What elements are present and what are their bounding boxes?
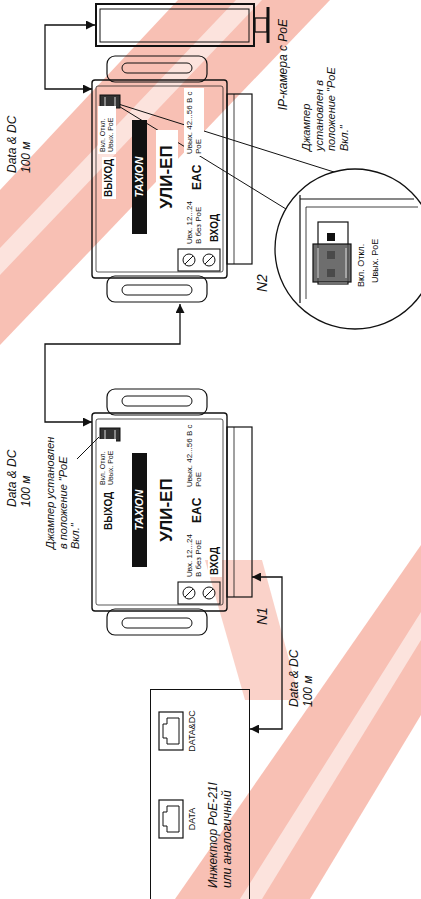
jumper-callout: Джампер установлен в положение "PoE Вкл.… [44, 431, 82, 549]
watermark-band [0, 0, 330, 345]
certification-mark: EAC [190, 163, 206, 192]
zoom-jumper-cap [313, 244, 351, 282]
injector-box-drawing [151, 688, 251, 899]
cable-connector [45, 304, 180, 422]
monitor-screen [100, 9, 249, 42]
rj45-port [159, 800, 183, 838]
zoom-housing-edge [306, 207, 307, 299]
jumper-label: Вкл. Откл. Uвых. PoE [98, 106, 116, 154]
input-label: ВХОД [208, 545, 222, 577]
certification-mark: EAC [190, 496, 206, 525]
din-rail-clip [227, 94, 252, 264]
screw-slot [185, 589, 193, 597]
cable-label: Data & DC 100 м [6, 109, 34, 173]
injector-box: Инжектор PoE-21I или аналогичный DATA&DC D… [150, 689, 250, 899]
jumper-position-label: Uвых. PoE [370, 239, 380, 283]
mounting-ear [107, 389, 207, 415]
terminal-screw [203, 254, 215, 266]
mounting-ear [107, 609, 207, 635]
jumper-label: Вкл. Откл. Uвых. PoE [98, 439, 116, 487]
output-label: ВЫХОД [102, 490, 116, 532]
device-face [96, 419, 223, 605]
input-spec: Uвх. 12...24 В без PoE [184, 525, 204, 579]
extender-device: N2ВЫХОДВкл. Откл. Uвых. PoETAXIONУЛИ-ЕПE… [92, 54, 252, 304]
screw-slot [185, 256, 193, 264]
zoom-pin [327, 233, 335, 241]
port-label: DATA&DC [187, 702, 197, 760]
camera-caption: IP-камера с PoE [277, 19, 291, 110]
model-name: УЛИ-ЕП [156, 463, 178, 557]
device-number: N1 [254, 607, 270, 625]
watermark-band [175, 545, 421, 899]
zoom-jumper-hatch [318, 248, 319, 278]
input-label: ВХОД [208, 212, 222, 244]
jumper-hatch [115, 97, 116, 106]
model-name: УЛИ-ЕП [156, 130, 178, 224]
cable-label: Data & DC 100 м [288, 643, 316, 707]
mounting-slot [122, 63, 192, 73]
brand-logo: TAXION [132, 453, 147, 567]
cable-label: Data & DC 100 м [6, 443, 34, 507]
device-housing [92, 80, 227, 278]
zoom-bubble [275, 169, 421, 329]
input-spec: Uвх. 12...24 В без PoE [184, 192, 204, 246]
brand-logo: TAXION [132, 120, 147, 234]
zoom-housing-edge [306, 207, 418, 208]
din-rail-line [234, 94, 235, 264]
terminal-block [178, 249, 220, 271]
device-face [96, 86, 223, 272]
device-number: N2 [254, 274, 270, 292]
mounting-slot [122, 285, 192, 295]
zoom-jumper-hatch [346, 248, 347, 278]
zoom-housing-edge [299, 195, 300, 303]
terminal-screw [203, 587, 215, 599]
terminal-screw [183, 254, 195, 266]
rj45-port [159, 712, 183, 750]
output-spec: Uвых. 42...56 В с PoE [184, 421, 204, 489]
camera-base [267, 7, 270, 43]
jumper-hatch [115, 430, 116, 439]
cable-connector [250, 577, 282, 729]
jumper-callout: Джампер установлен в положение "PoE Вкл.… [300, 39, 351, 151]
watermark-stripe [0, 0, 262, 275]
output-spec: Uвых. 42...56 В с PoE [184, 88, 204, 156]
terminal-screw [183, 587, 195, 599]
din-rail-clip [227, 427, 252, 597]
zoom-housing-edge [300, 198, 414, 199]
port-label: DATA [187, 794, 197, 844]
cable-connector [45, 25, 95, 89]
camera-monitor-drawing [97, 1, 257, 45]
din-rail-line [234, 427, 235, 597]
extender-device: N1ВЫХОДВкл. Откл. Uвых. PoETAXIONУЛИ-ЕПE… [92, 387, 252, 637]
mounting-slot [122, 396, 192, 406]
injector-caption: Инжектор PoE-21I или аналогичный [207, 768, 235, 888]
screw-slot [205, 589, 213, 597]
jumper-hatch [105, 430, 106, 439]
camera-stand [255, 18, 267, 32]
rj45-opening [163, 718, 179, 744]
camera-monitor: IP-камера с PoE [95, 3, 255, 47]
mounting-ear [107, 56, 207, 82]
jumper-position-label: Вкл. Откл. [356, 244, 366, 287]
jumper-hatch [105, 97, 106, 106]
screw-slot [205, 256, 213, 264]
terminal-block [178, 582, 220, 604]
mounting-ear [107, 276, 207, 302]
mounting-slot [122, 618, 192, 628]
output-label: ВЫХОД [102, 157, 116, 199]
device-housing [92, 413, 227, 611]
rj45-opening [163, 806, 179, 832]
